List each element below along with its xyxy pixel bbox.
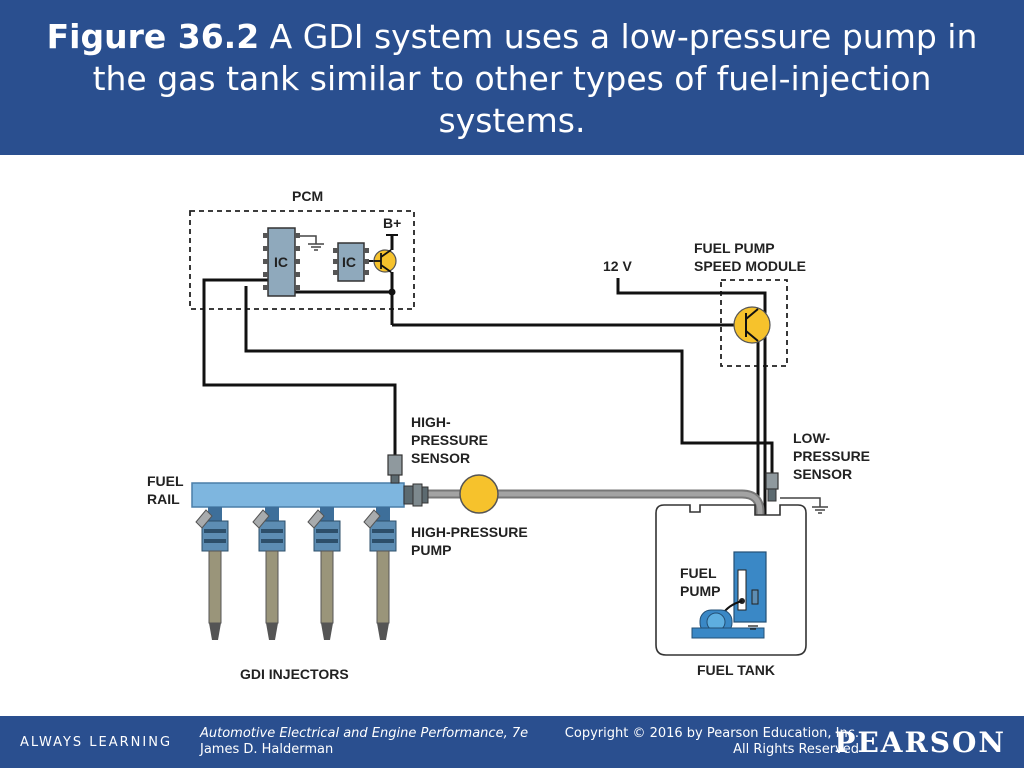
injector <box>195 507 229 640</box>
copyright-line: Copyright © 2016 by Pearson Education, I… <box>564 726 859 741</box>
fpsm-box <box>720 279 788 367</box>
fp-label-line2: PUMP <box>680 583 720 599</box>
fuel-rail <box>191 482 405 508</box>
fp-label-line1: FUEL <box>680 565 717 581</box>
rail-label-line2: RAIL <box>147 491 180 507</box>
junction-dot <box>388 288 396 296</box>
book-credit: Automotive Electrical and Engine Perform… <box>200 726 528 758</box>
ground-icon <box>780 497 828 514</box>
fuel-tank <box>655 504 807 656</box>
b-plus-label: B+ <box>383 215 401 231</box>
hps-label-line1: HIGH- <box>411 414 451 430</box>
lps-label-line3: SENSOR <box>793 466 852 482</box>
figure-caption: A GDI system uses a low-pressure pump in… <box>92 17 978 140</box>
fuel-line-inner <box>425 491 763 552</box>
slide-footer: ALWAYS LEARNING Automotive Electrical an… <box>0 716 1024 768</box>
pcm-transistor-icon <box>373 234 398 273</box>
hpp-label-line2: PUMP <box>411 542 451 558</box>
fpsm-label-line1: FUEL PUMP <box>694 240 775 256</box>
pearson-logo: PEARSON <box>834 726 1006 759</box>
fuel-pump-assembly <box>691 551 767 639</box>
ic-chip-1 <box>263 227 300 297</box>
pcm-box <box>189 210 415 310</box>
ic-chip-2 <box>333 242 369 282</box>
ground-icon <box>298 235 324 251</box>
copyright-notice: Copyright © 2016 by Pearson Education, I… <box>565 726 859 758</box>
pcm-label: PCM <box>292 188 323 204</box>
book-author: James D. Halderman <box>200 742 334 757</box>
figure-label: Figure 36.2 <box>46 17 260 56</box>
injector <box>252 507 286 640</box>
hpp-label-line1: HIGH-PRESSURE <box>411 524 528 540</box>
lps-label-line1: LOW- <box>793 430 830 446</box>
tagline: ALWAYS LEARNING <box>20 735 173 750</box>
injector <box>363 507 397 640</box>
high-pressure-sensor <box>387 454 403 484</box>
voltage-label: 12 V <box>603 258 632 274</box>
injector <box>307 507 341 640</box>
wiring <box>202 235 774 545</box>
gdi-system-diagram: PCM B+ IC IC 12 V FUEL PUMP SPEED MODULE… <box>0 155 1024 715</box>
high-pressure-pump <box>459 474 499 514</box>
book-title: Automotive Electrical and Engine Perform… <box>200 726 529 741</box>
rail-fitting <box>403 483 429 507</box>
hps-label-line2: PRESSURE <box>411 432 488 448</box>
ic-label-2: IC <box>342 254 356 270</box>
fpsm-transistor-icon <box>733 306 771 344</box>
slide-title: Figure 36.2 A GDI system uses a low-pres… <box>30 16 994 142</box>
fpsm-label-line2: SPEED MODULE <box>694 258 806 274</box>
hps-label-line3: SENSOR <box>411 450 470 466</box>
lps-label-line2: PRESSURE <box>793 448 870 464</box>
injectors-label: GDI INJECTORS <box>240 666 349 682</box>
slide-header: Figure 36.2 A GDI system uses a low-pres… <box>0 0 1024 155</box>
low-pressure-sensor <box>765 472 779 502</box>
tank-label: FUEL TANK <box>697 662 775 678</box>
diagram-svg: PCM B+ IC IC 12 V FUEL PUMP SPEED MODULE… <box>147 188 870 682</box>
rail-label-line1: FUEL <box>147 473 184 489</box>
ic-label-1: IC <box>274 254 288 270</box>
rights-line: All Rights Reserved <box>733 742 859 757</box>
